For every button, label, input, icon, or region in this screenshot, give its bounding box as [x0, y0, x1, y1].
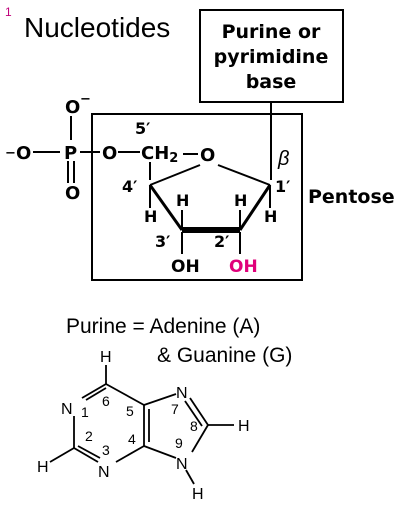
purine-n9: N — [176, 456, 188, 473]
slide-title: Nucleotides — [24, 12, 170, 43]
h-c2-up: H — [234, 191, 247, 210]
c4-label: 4′ — [122, 177, 137, 196]
purine-pos-1: 1 — [81, 404, 89, 420]
pentose-box — [91, 113, 303, 281]
beta-label: β — [277, 148, 289, 170]
purine-pos-4: 4 — [128, 431, 136, 447]
purine-h-c8: H — [238, 418, 250, 435]
phosphate-charge-left: − — [5, 146, 16, 161]
purine-h-n9: H — [192, 486, 204, 503]
purine-n7: N — [176, 385, 188, 402]
purine-pos-5: 5 — [126, 403, 134, 419]
purine-pos-7: 7 — [171, 401, 179, 417]
purine-caption-line1: Purine = Adenine (A) — [66, 315, 260, 338]
pentose-sugar: 5′ CH2 O 4′ 1′ H H H H 3′ 2′ OH OH — [122, 119, 290, 277]
c5-label: 5′ — [135, 119, 150, 138]
c2-label: 2′ — [214, 232, 229, 251]
c1-label: 1′ — [275, 177, 290, 196]
purine-h-c2: H — [37, 459, 49, 476]
oh-2prime: OH — [229, 257, 258, 277]
purine-pos-2: 2 — [85, 428, 93, 444]
purine-n1: N — [61, 401, 73, 418]
purine-n3: N — [98, 464, 110, 481]
h-c3-up: H — [176, 191, 189, 210]
purine-structure: H N N N N H H H 1 2 3 4 5 6 7 8 9 — [37, 349, 250, 503]
h-c4-down: H — [144, 207, 157, 226]
phosphate-o-bridge: O — [102, 143, 117, 164]
phosphate-o-top: O — [65, 97, 80, 118]
purine-pos-6: 6 — [102, 393, 110, 409]
ch2-label: CH2 — [141, 143, 178, 166]
oh-3prime: OH — [171, 257, 200, 277]
phosphate-p: P — [64, 143, 77, 164]
purine-h-top: H — [100, 349, 112, 366]
purine-pos-8: 8 — [190, 418, 198, 434]
phosphate-o-bottom: O — [65, 183, 80, 204]
purine-caption-line2: & Guanine (G) — [157, 344, 292, 367]
base-label-line3: base — [246, 71, 297, 93]
pentose-label: Pentose — [308, 186, 395, 208]
base-label-line2: pyrimidine — [214, 46, 329, 68]
base-label-line1: Purine or — [222, 21, 321, 43]
phosphate-o-left: O — [16, 143, 31, 164]
h-c1-down: H — [264, 207, 277, 226]
c3-label: 3′ — [155, 232, 170, 251]
phosphate-group: O − − O P O O — [5, 92, 140, 204]
slide-number: 1 — [5, 5, 12, 19]
purine-pos-9: 9 — [175, 435, 183, 451]
phosphate-charge-top: − — [80, 92, 91, 107]
ring-oxygen: O — [200, 145, 215, 166]
purine-pos-3: 3 — [102, 442, 110, 458]
